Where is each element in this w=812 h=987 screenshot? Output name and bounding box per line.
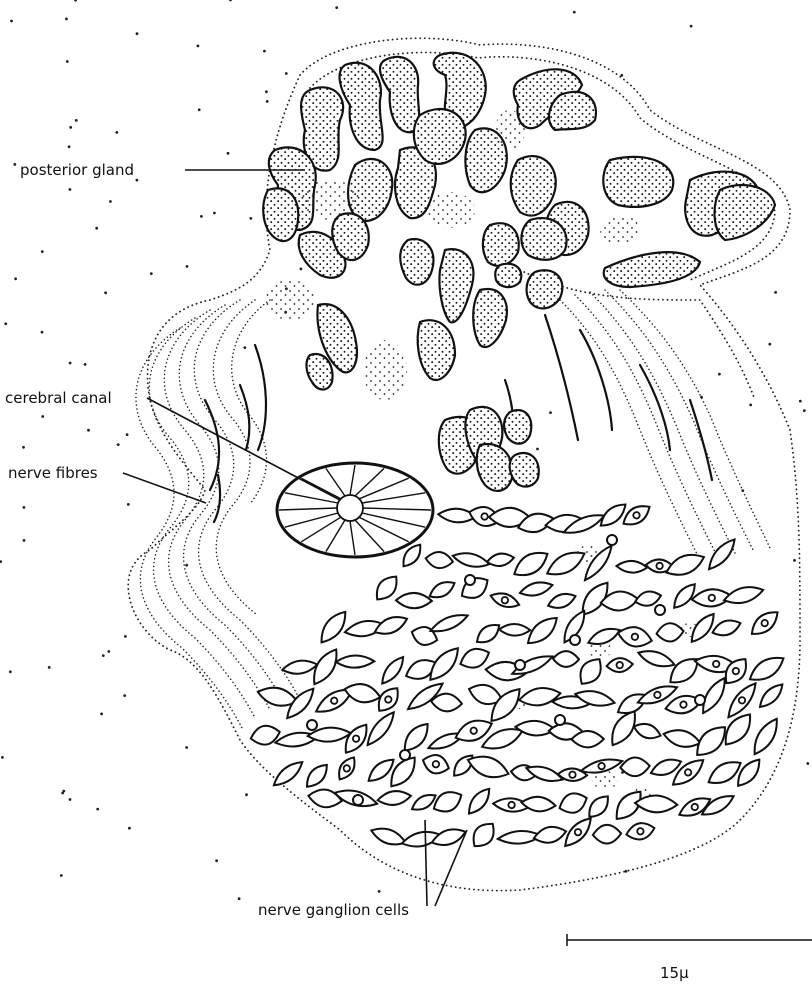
cerebral-canal-label: cerebral canal	[5, 389, 112, 407]
label-nerve-fibres: nerve fibres	[8, 464, 206, 503]
posterior-gland-label: posterior gland	[20, 161, 134, 179]
cerebral-canal	[277, 463, 433, 557]
scale-bar-label: 15μ	[660, 964, 689, 982]
label-posterior-gland: posterior gland	[20, 161, 305, 179]
nerve-ganglion-cells-label: nerve ganglion cells	[258, 901, 409, 919]
scale-bar: 15μ	[567, 934, 812, 982]
nerve-fibres-label: nerve fibres	[8, 464, 98, 482]
nerve-fibres-left	[136, 300, 300, 728]
